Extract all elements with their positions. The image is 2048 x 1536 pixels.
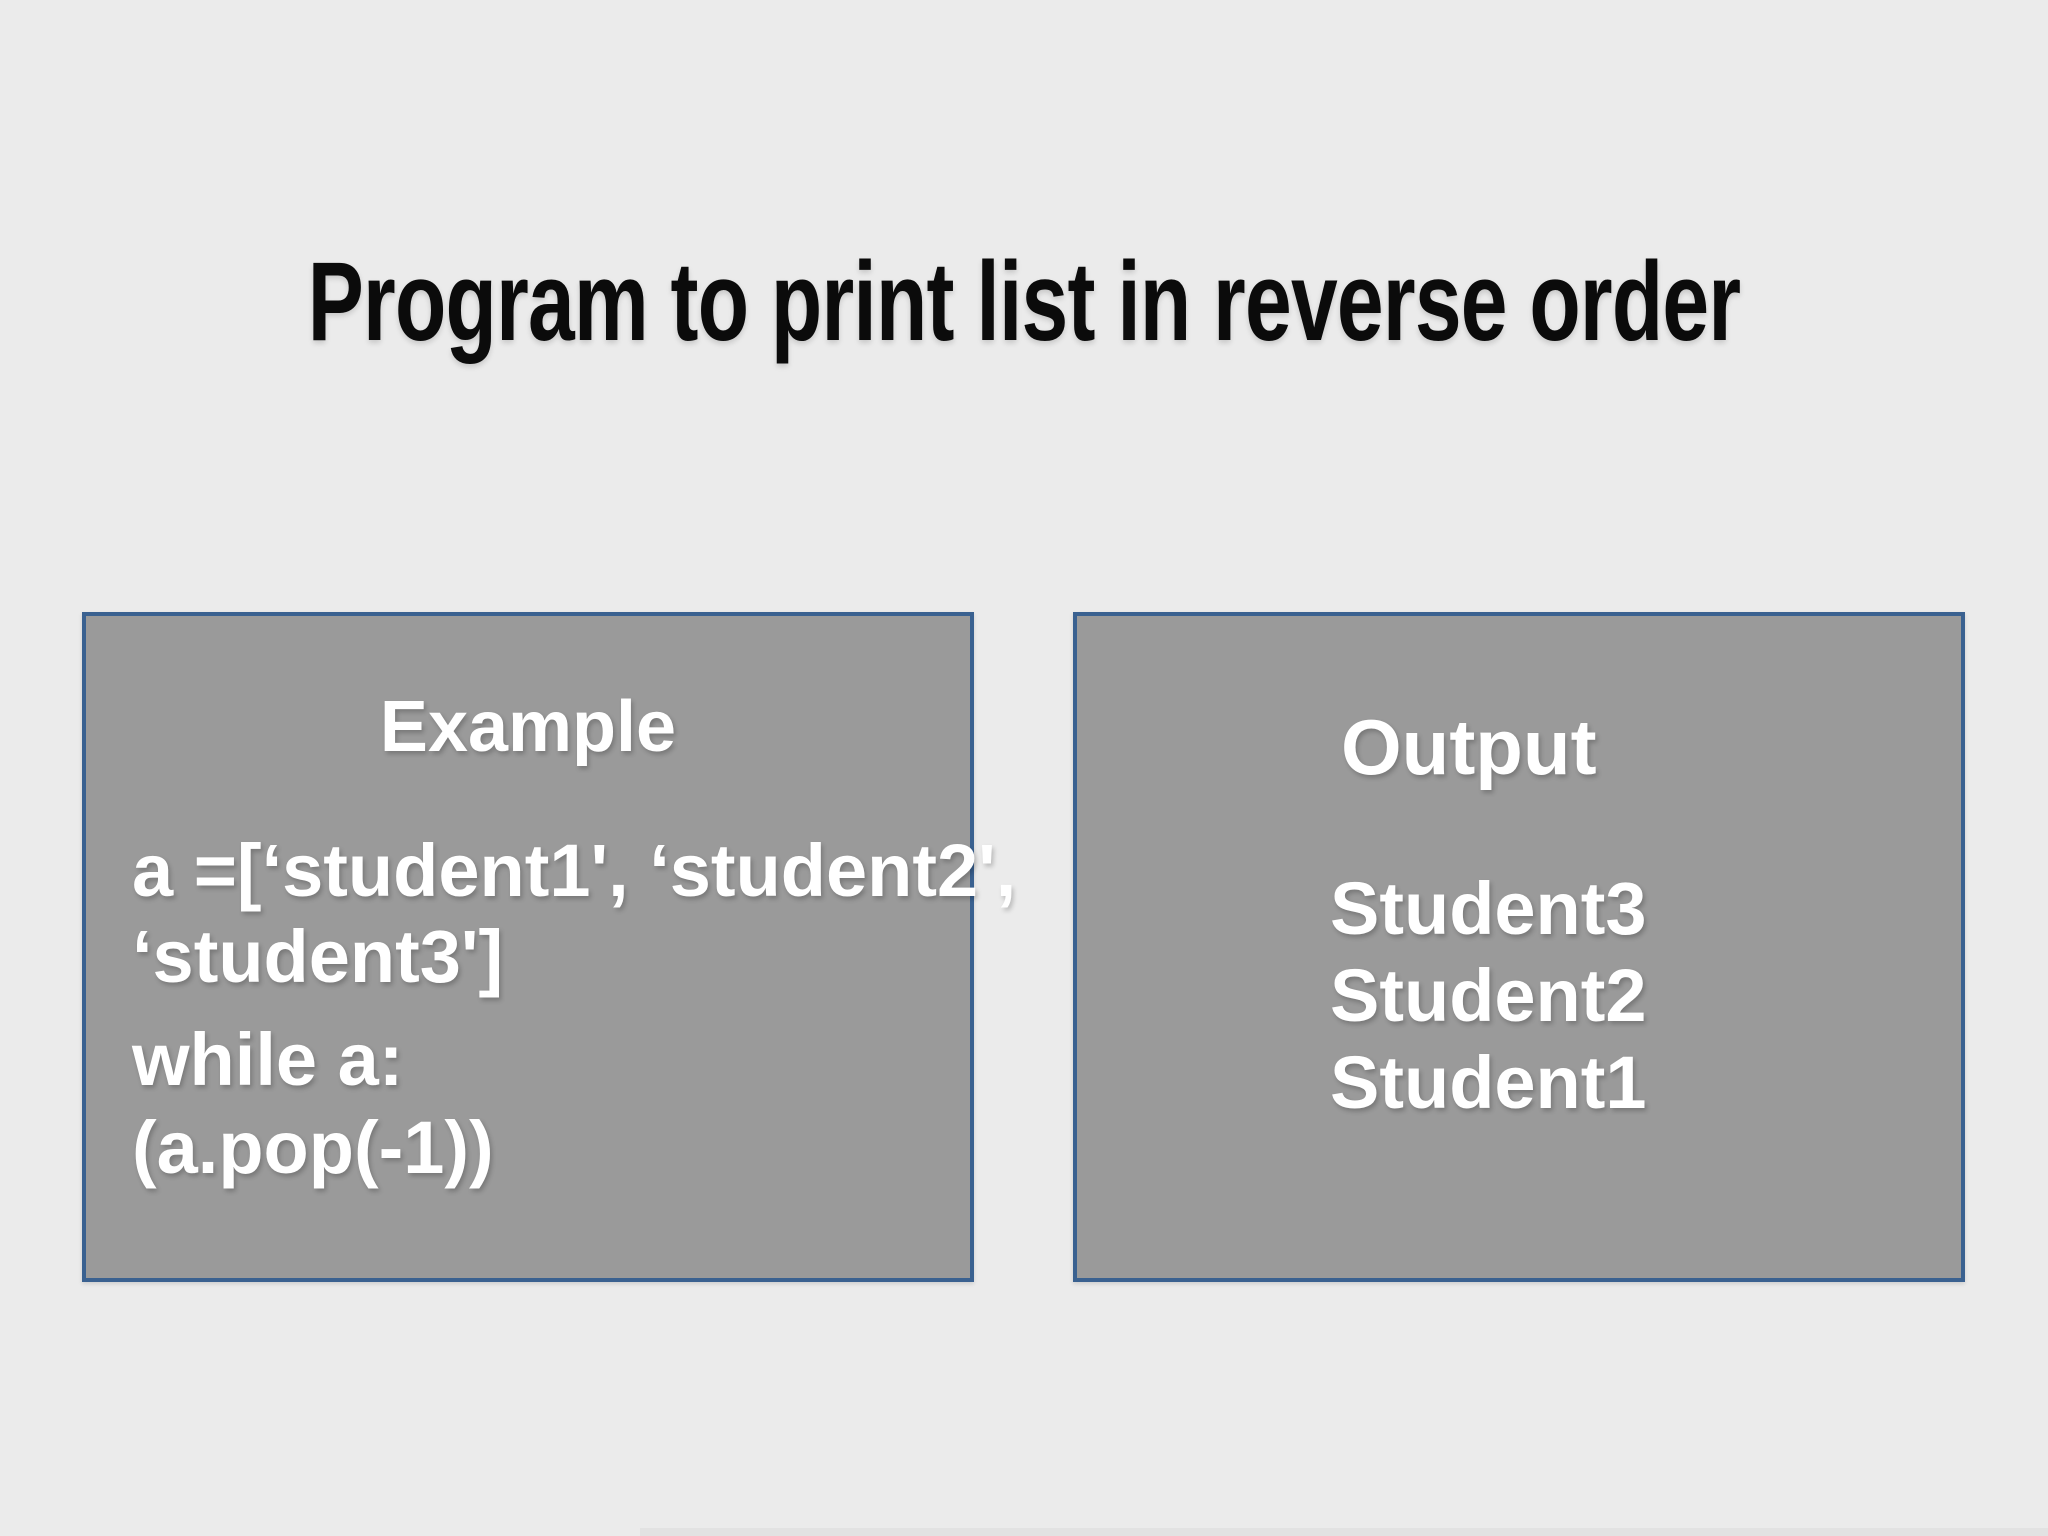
example-heading: Example bbox=[379, 687, 677, 767]
output-line-1: Student3 bbox=[1330, 867, 1647, 950]
output-result-lines: Student3 Student2 Student1 bbox=[1330, 865, 1647, 1126]
output-line-2: Student2 bbox=[1330, 954, 1647, 1037]
page-title-text: Program to print list in reverse order bbox=[307, 239, 1741, 364]
output-box: Output Student3 Student2 Student1 bbox=[1073, 612, 1965, 1282]
output-line-3: Student1 bbox=[1330, 1041, 1647, 1124]
example-code-list-assignment: a =[‘student1', ‘student2', ‘student3'] bbox=[132, 828, 1016, 1000]
code-line-4: (a.pop(-1)) bbox=[132, 1106, 494, 1189]
example-code-while-loop: while a: (a.pop(-1)) bbox=[132, 1016, 494, 1192]
output-heading: Output bbox=[1341, 703, 1597, 791]
example-box: Example a =[‘student1', ‘student2', ‘stu… bbox=[82, 612, 1016, 1282]
code-line-1: a =[‘student1', ‘student2', bbox=[132, 829, 1017, 912]
bottom-watermark-strip bbox=[640, 1528, 2048, 1536]
page-title: Program to print list in reverse order bbox=[0, 246, 2048, 358]
code-line-3: while a: bbox=[132, 1018, 404, 1101]
code-line-2: ‘student3'] bbox=[132, 915, 504, 998]
